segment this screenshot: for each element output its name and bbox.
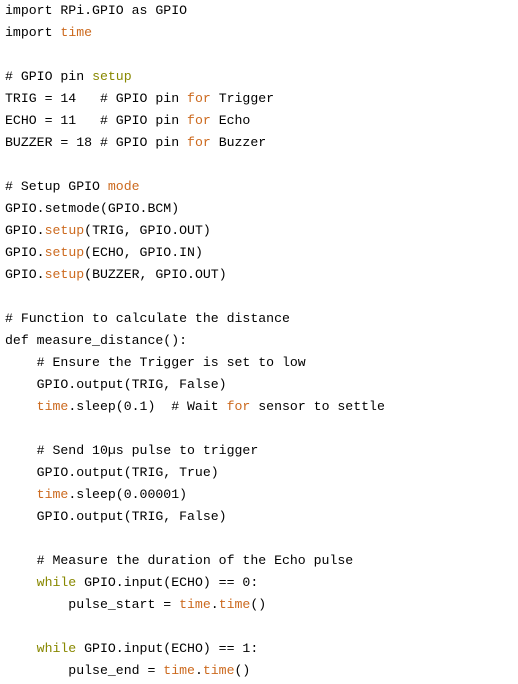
code-token: time — [36, 399, 69, 414]
code-token: time — [163, 663, 195, 678]
code-line — [5, 616, 515, 638]
code-token: Trigger — [210, 91, 275, 106]
code-token: GPIO.input(ECHO) == 1: — [76, 641, 259, 656]
code-line: pulse_start = time.time() — [5, 594, 515, 616]
code-line: BUZZER = 18 # GPIO pin for Buzzer — [5, 132, 515, 154]
code-line: while GPIO.input(ECHO) == 1: — [5, 638, 515, 660]
code-line: def measure_distance(): — [5, 330, 515, 352]
code-line: time.sleep(0.00001) — [5, 484, 515, 506]
code-line: # Setup GPIO mode — [5, 176, 515, 198]
code-token: GPIO.output(TRIG, False) — [5, 509, 227, 524]
code-line: GPIO.setup(BUZZER, GPIO.OUT) — [5, 264, 515, 286]
code-token: .sleep(0.1) # Wait — [68, 399, 227, 414]
code-block: import RPi.GPIO as GPIO import time # GPI… — [5, 0, 515, 682]
code-line: while GPIO.input(ECHO) == 0: — [5, 572, 515, 594]
code-token: while — [36, 575, 77, 590]
code-token: GPIO.setmode(GPIO.BCM) — [5, 201, 180, 216]
code-line: # Ensure the Trigger is set to low — [5, 352, 515, 374]
code-token: GPIO. — [5, 223, 45, 238]
code-line: # Function to calculate the distance — [5, 308, 515, 330]
code-token: # Setup GPIO — [5, 179, 108, 194]
code-line: TRIG = 14 # GPIO pin for Trigger — [5, 88, 515, 110]
code-token: BUZZER = 18 # GPIO pin — [5, 135, 188, 150]
code-token: # Function to calculate the distance — [5, 311, 290, 326]
code-token: for — [187, 91, 211, 106]
code-token: (ECHO, GPIO.IN) — [84, 245, 203, 260]
code-line: import RPi.GPIO as GPIO — [5, 0, 515, 22]
code-token: time — [36, 487, 69, 502]
code-token: (BUZZER, GPIO.OUT) — [84, 267, 227, 282]
code-token: () — [250, 597, 267, 612]
code-line — [5, 154, 515, 176]
code-line: time.sleep(0.1) # Wait for sensor to set… — [5, 396, 515, 418]
code-token: while — [36, 641, 77, 656]
code-token: setup — [44, 223, 85, 238]
code-token: GPIO.output(TRIG, True) — [5, 465, 219, 480]
code-line: GPIO.output(TRIG, True) — [5, 462, 515, 484]
code-token: . — [210, 597, 219, 612]
code-token — [5, 399, 37, 414]
code-token: setup — [92, 69, 132, 84]
code-token: (TRIG, GPIO.OUT) — [84, 223, 211, 238]
code-line: GPIO.setmode(GPIO.BCM) — [5, 198, 515, 220]
code-token: GPIO. — [5, 267, 45, 282]
code-line: GPIO.setup(ECHO, GPIO.IN) — [5, 242, 515, 264]
code-token — [5, 487, 37, 502]
code-line: GPIO.output(TRIG, False) — [5, 374, 515, 396]
code-token: # Send 10µs pulse to trigger — [5, 443, 259, 458]
code-token: time — [202, 663, 235, 678]
code-token: # Ensure the Trigger is set to low — [5, 355, 306, 370]
code-token: . — [194, 663, 203, 678]
code-line: GPIO.output(TRIG, False) — [5, 506, 515, 528]
code-token: .sleep(0.00001) — [68, 487, 188, 502]
code-line: GPIO.setup(TRIG, GPIO.OUT) — [5, 220, 515, 242]
code-token: Buzzer — [210, 135, 267, 150]
code-line — [5, 418, 515, 440]
code-line: # Send 10µs pulse to trigger — [5, 440, 515, 462]
code-token: # GPIO pin — [5, 69, 93, 84]
code-line — [5, 44, 515, 66]
code-token — [5, 575, 37, 590]
code-line: pulse_end = time.time() — [5, 660, 515, 682]
code-token: for — [226, 399, 251, 414]
code-token: GPIO.input(ECHO) == 0: — [76, 575, 259, 590]
code-token: ECHO = 11 # GPIO pin — [5, 113, 188, 128]
code-token: for — [187, 113, 211, 128]
code-token: time — [179, 597, 211, 612]
code-token: time — [60, 25, 93, 40]
code-token: pulse_start = — [5, 597, 180, 612]
code-token: import RPi.GPIO as GPIO — [5, 3, 188, 18]
code-line — [5, 286, 515, 308]
code-token: setup — [44, 245, 85, 260]
code-token: GPIO. — [5, 245, 45, 260]
code-token: time — [218, 597, 251, 612]
code-token: GPIO.output(TRIG, False) — [5, 377, 227, 392]
code-token — [5, 641, 37, 656]
code-token: Echo — [210, 113, 251, 128]
code-token: TRIG = 14 # GPIO pin — [5, 91, 188, 106]
code-token: setup — [44, 267, 85, 282]
code-token: for — [187, 135, 211, 150]
code-token: pulse_end = — [5, 663, 164, 678]
code-token: def measure_distance(): — [5, 333, 188, 348]
code-token: # Measure the duration of the Echo pulse — [5, 553, 354, 568]
code-line — [5, 528, 515, 550]
code-token: mode — [107, 179, 140, 194]
code-line: ECHO = 11 # GPIO pin for Echo — [5, 110, 515, 132]
code-line: # GPIO pin setup — [5, 66, 515, 88]
code-token: () — [234, 663, 251, 678]
code-token: import — [5, 25, 61, 40]
code-token: sensor to settle — [250, 399, 385, 414]
code-line: import time — [5, 22, 515, 44]
code-line: # Measure the duration of the Echo pulse — [5, 550, 515, 572]
